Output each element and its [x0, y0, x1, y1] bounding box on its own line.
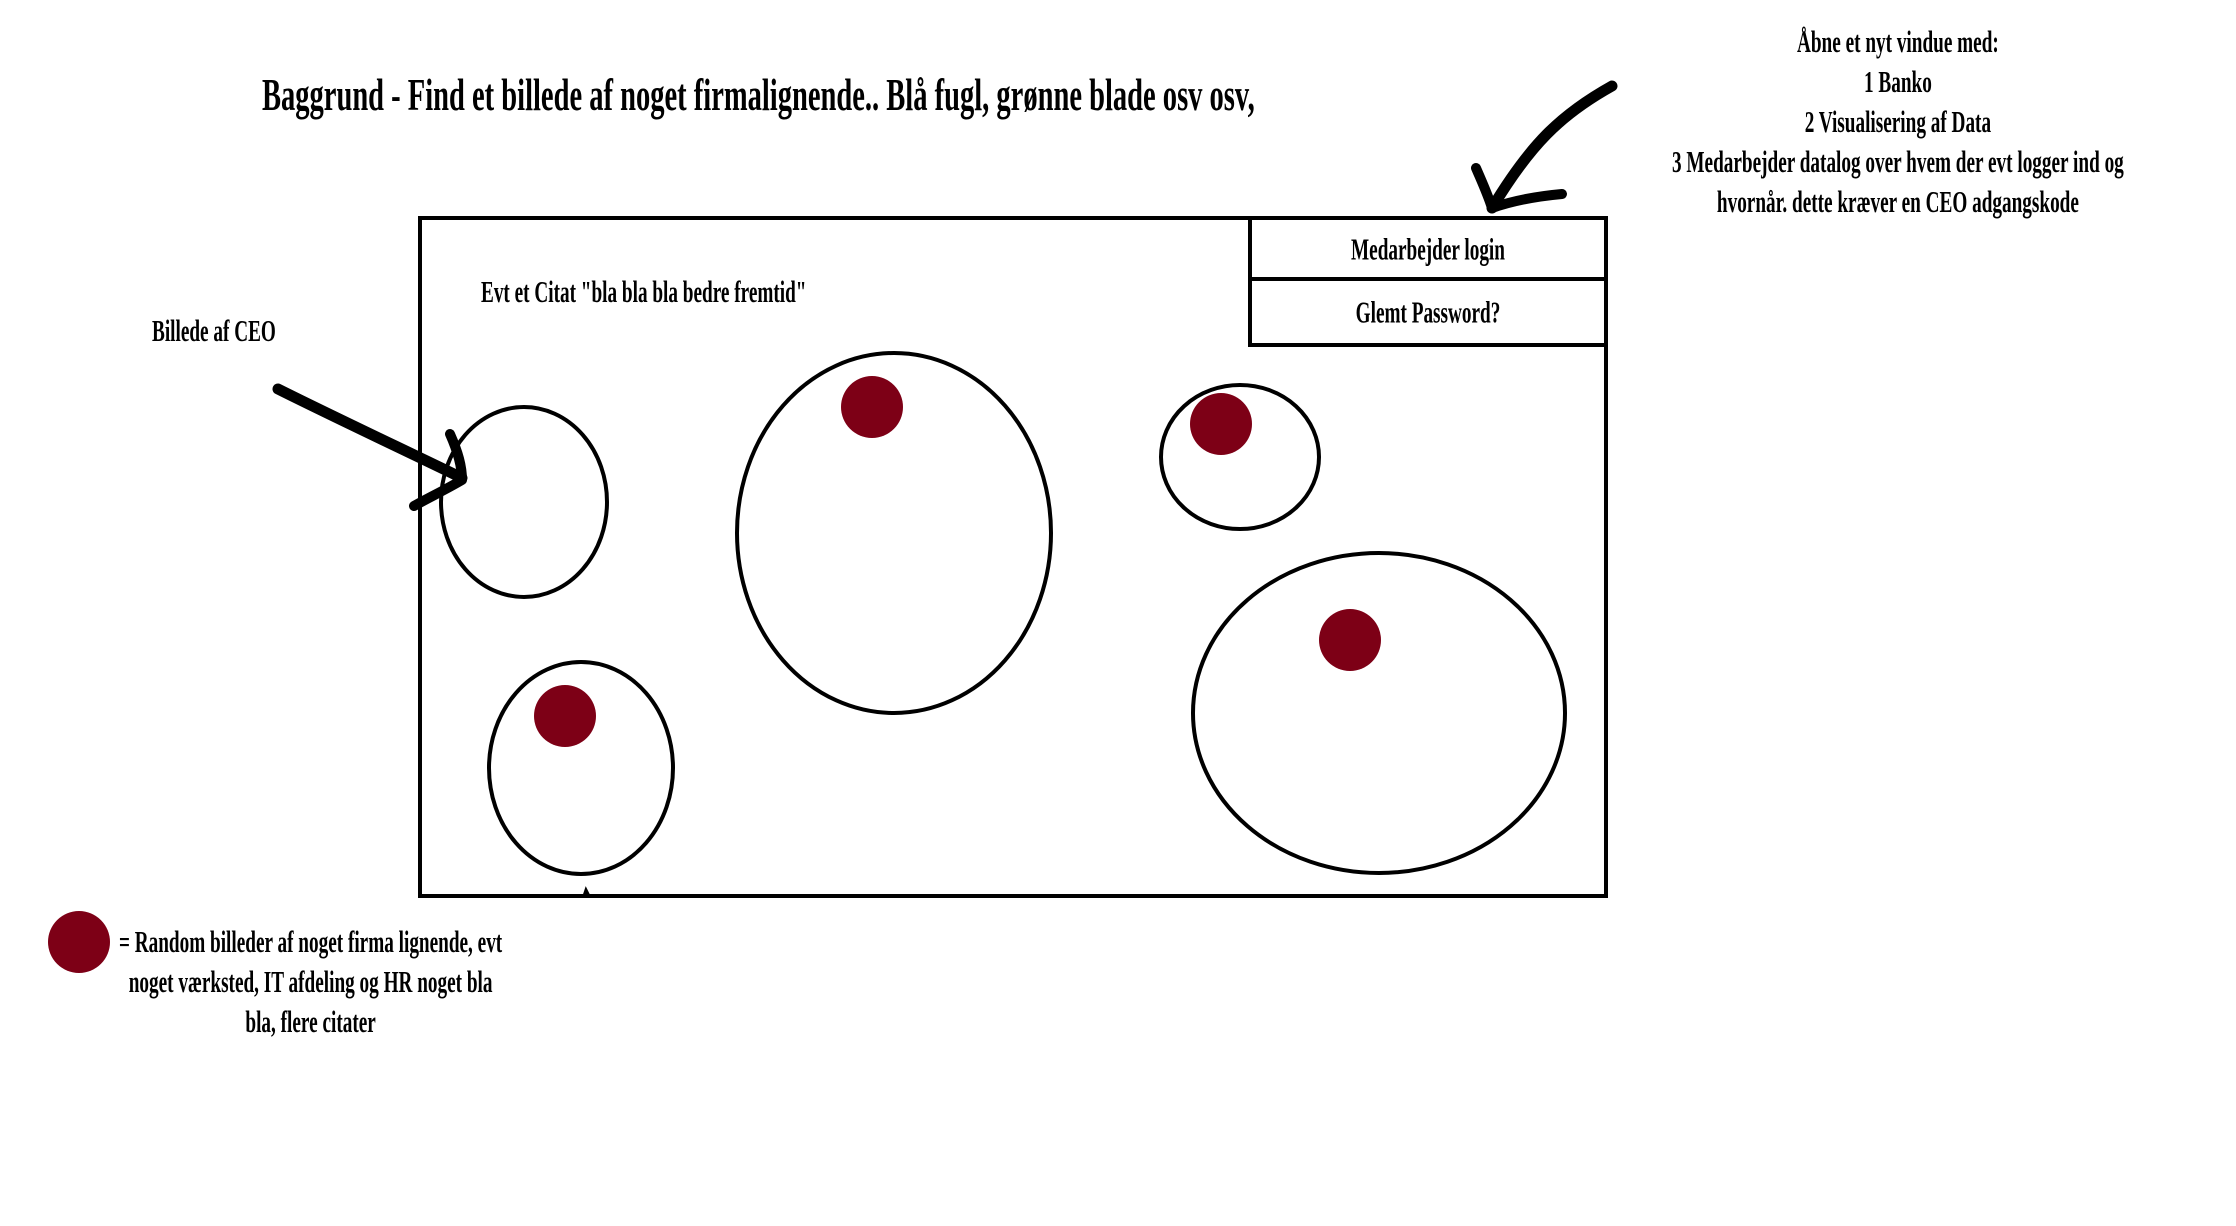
random-image-marker [534, 685, 596, 747]
legend-marker [48, 911, 110, 973]
employee-login-button[interactable]: Medarbejder login [1248, 216, 1608, 281]
new-window-note-line: 3 Medarbejder datalog over hvem der evt … [1671, 144, 2124, 179]
image-circle [1191, 551, 1567, 875]
legend-line: = Random billeder af noget firma lignend… [118, 924, 503, 959]
image-circle [735, 351, 1053, 715]
image-circle [1159, 383, 1321, 531]
sketch-layer [48, 80, 1618, 973]
arrow-to-login [1486, 80, 1618, 214]
new-window-note-line: hvornår. dette kræver en CEO adgangskode [1716, 184, 2079, 219]
forgot-password-label: Glemt Password? [1355, 294, 1501, 330]
ceo-label: Billede af CEO [152, 313, 276, 348]
ceo-photo-circle [439, 405, 609, 599]
new-window-note-line: 1 Banko [1863, 64, 1932, 99]
new-window-note-line: Åbne et nyt vindue med: [1796, 24, 1999, 59]
quote-text: Evt et Citat "bla bla bla bedre fremtid" [481, 274, 807, 309]
stray-mark [582, 886, 591, 897]
forgot-password-button[interactable]: Glemt Password? [1248, 277, 1608, 347]
legend-line: noget værksted, IT afdeling og HR noget … [128, 964, 493, 999]
page-title: Baggrund - Find et billede af noget firm… [262, 69, 1255, 120]
random-image-marker [1190, 393, 1252, 455]
page-frame [418, 216, 1608, 898]
arrow-head-ceo [409, 429, 467, 511]
new-window-note: Åbne et nyt vindue med: 1 Banko 2 Visual… [1560, 22, 2236, 222]
random-image-marker [1319, 609, 1381, 671]
random-image-marker [841, 376, 903, 438]
image-circle [487, 660, 675, 876]
employee-login-label: Medarbejder login [1351, 231, 1505, 266]
legend-line: bla, flere citater [245, 1004, 376, 1039]
arrow-head-login [1471, 163, 1567, 213]
legend-text: = Random billeder af noget firma lignend… [106, 922, 515, 1042]
arrow-to-ceo-photo [272, 383, 468, 484]
new-window-note-line: 2 Visualisering af Data [1804, 104, 1992, 139]
